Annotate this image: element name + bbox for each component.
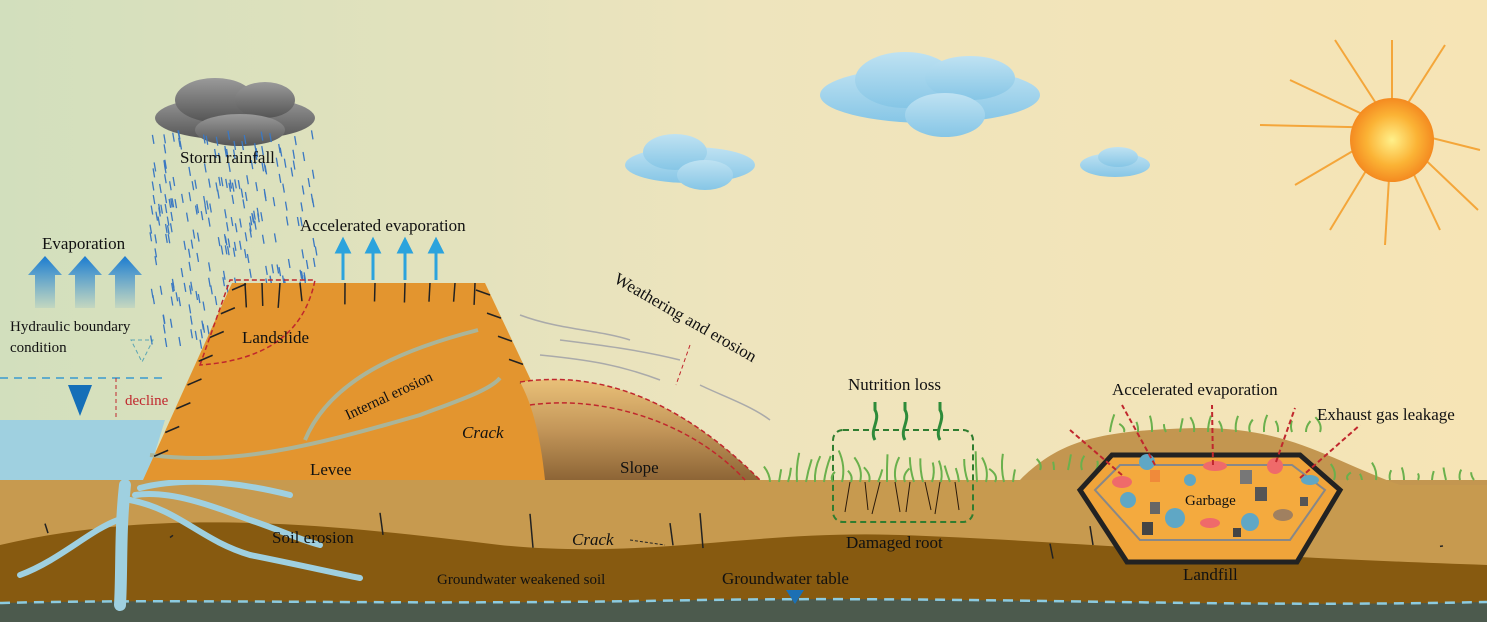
label-groundwater-table: Groundwater table (722, 569, 849, 588)
garbage-items (1112, 454, 1319, 537)
crack-ground-pointer (629, 539, 666, 546)
rain-streaks (149, 130, 318, 349)
label-nutrition-loss: Nutrition loss (848, 375, 941, 394)
sun-icon (1259, 39, 1481, 246)
label-damaged-root: Damaged root (846, 533, 943, 552)
cloud-icon (820, 52, 1040, 137)
wind-icon (519, 314, 771, 421)
label-decline: decline (125, 393, 169, 409)
label-garbage: Garbage (1185, 493, 1236, 509)
cloud-icon (1080, 147, 1150, 177)
label-levee: Levee (310, 460, 352, 479)
gas-leak-arrows (1069, 404, 1361, 479)
internal-erosion-channel (149, 328, 502, 460)
groundwater-table-marker (786, 590, 804, 604)
weathering-pointer (675, 344, 691, 386)
label-crack-levee: Crack (462, 423, 504, 442)
label-landslide: Landslide (242, 328, 309, 347)
water-level-marker-original (130, 339, 154, 364)
landslide-outline (198, 279, 316, 366)
evaporation-arrows (28, 256, 142, 308)
grass-icon (763, 414, 1475, 483)
label-slope: Slope (620, 458, 659, 477)
soil-erosion-channels (17, 478, 363, 611)
slope-body (520, 379, 760, 480)
nutrition-loss-arrows (871, 402, 944, 441)
bedrock-layer (0, 599, 1487, 622)
label-hydraulic-boundary: Hydraulic boundary (10, 319, 131, 335)
label-evaporation: Evaporation (42, 234, 126, 253)
label-exhaust-gas-leakage: Exhaust gas leakage (1317, 405, 1455, 424)
label-groundwater-weakened-soil: Groundwater weakened soil (437, 572, 605, 588)
label-accelerated-evaporation-landfill: Accelerated evaporation (1112, 380, 1278, 399)
landfill-liner (1093, 464, 1327, 541)
groundwater-table-line (0, 597, 1487, 605)
label-crack-ground: Crack (572, 530, 614, 549)
label-accelerated-evaporation-levee: Accelerated evaporation (300, 216, 466, 235)
accelerated-evaporation-arrows (334, 236, 445, 280)
label-landfill: Landfill (1183, 565, 1238, 584)
label-storm-rainfall: Storm rainfall (180, 148, 275, 167)
weathering-inner-outline (529, 402, 746, 481)
weathering-outline (519, 378, 761, 481)
water-level-marker-current (68, 385, 92, 416)
label-hydraulic-boundary-condition: condition (10, 340, 67, 356)
label-soil-erosion: Soil erosion (272, 528, 354, 547)
cloud-icon (625, 134, 755, 190)
root-icon (844, 481, 960, 515)
river-water (0, 420, 165, 485)
